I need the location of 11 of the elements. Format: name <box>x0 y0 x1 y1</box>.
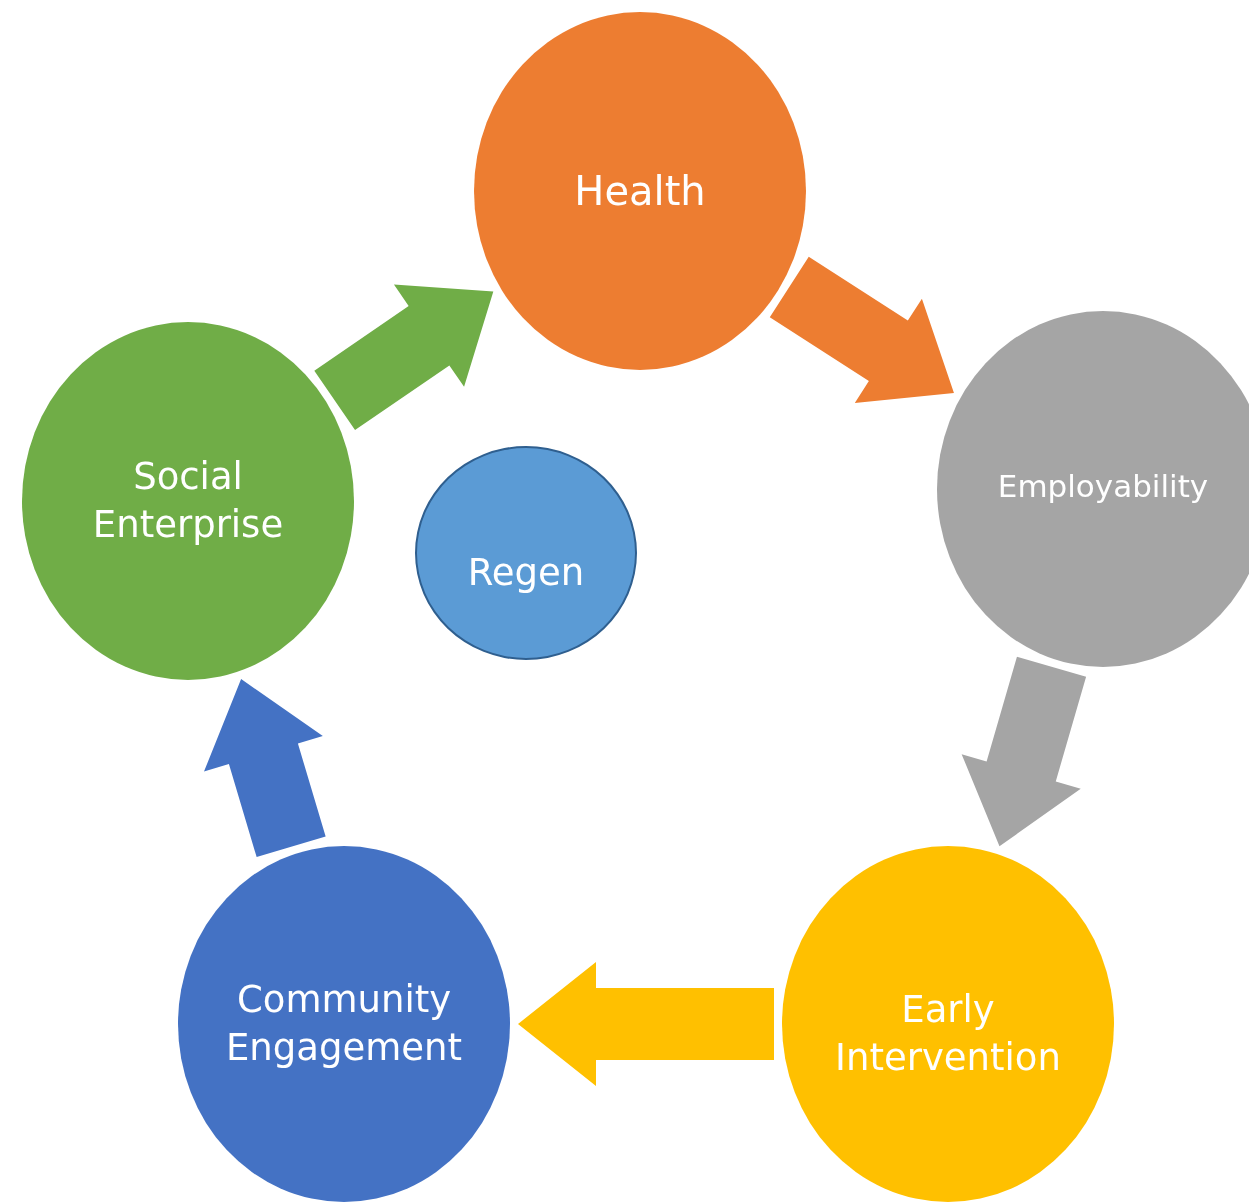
block-arrow <box>961 656 1087 847</box>
block-arrow <box>518 962 774 1086</box>
node-label: Regen <box>466 549 586 596</box>
block-arrow <box>769 256 954 403</box>
node-label: Community Engagement <box>225 976 463 1071</box>
node-label: Employability <box>996 466 1210 506</box>
node-label: Social Enterprise <box>91 453 285 548</box>
node-label: Early Intervention <box>834 986 1062 1081</box>
block-arrow <box>204 679 326 858</box>
block-arrow <box>314 284 494 431</box>
node-label: Health <box>573 167 707 216</box>
